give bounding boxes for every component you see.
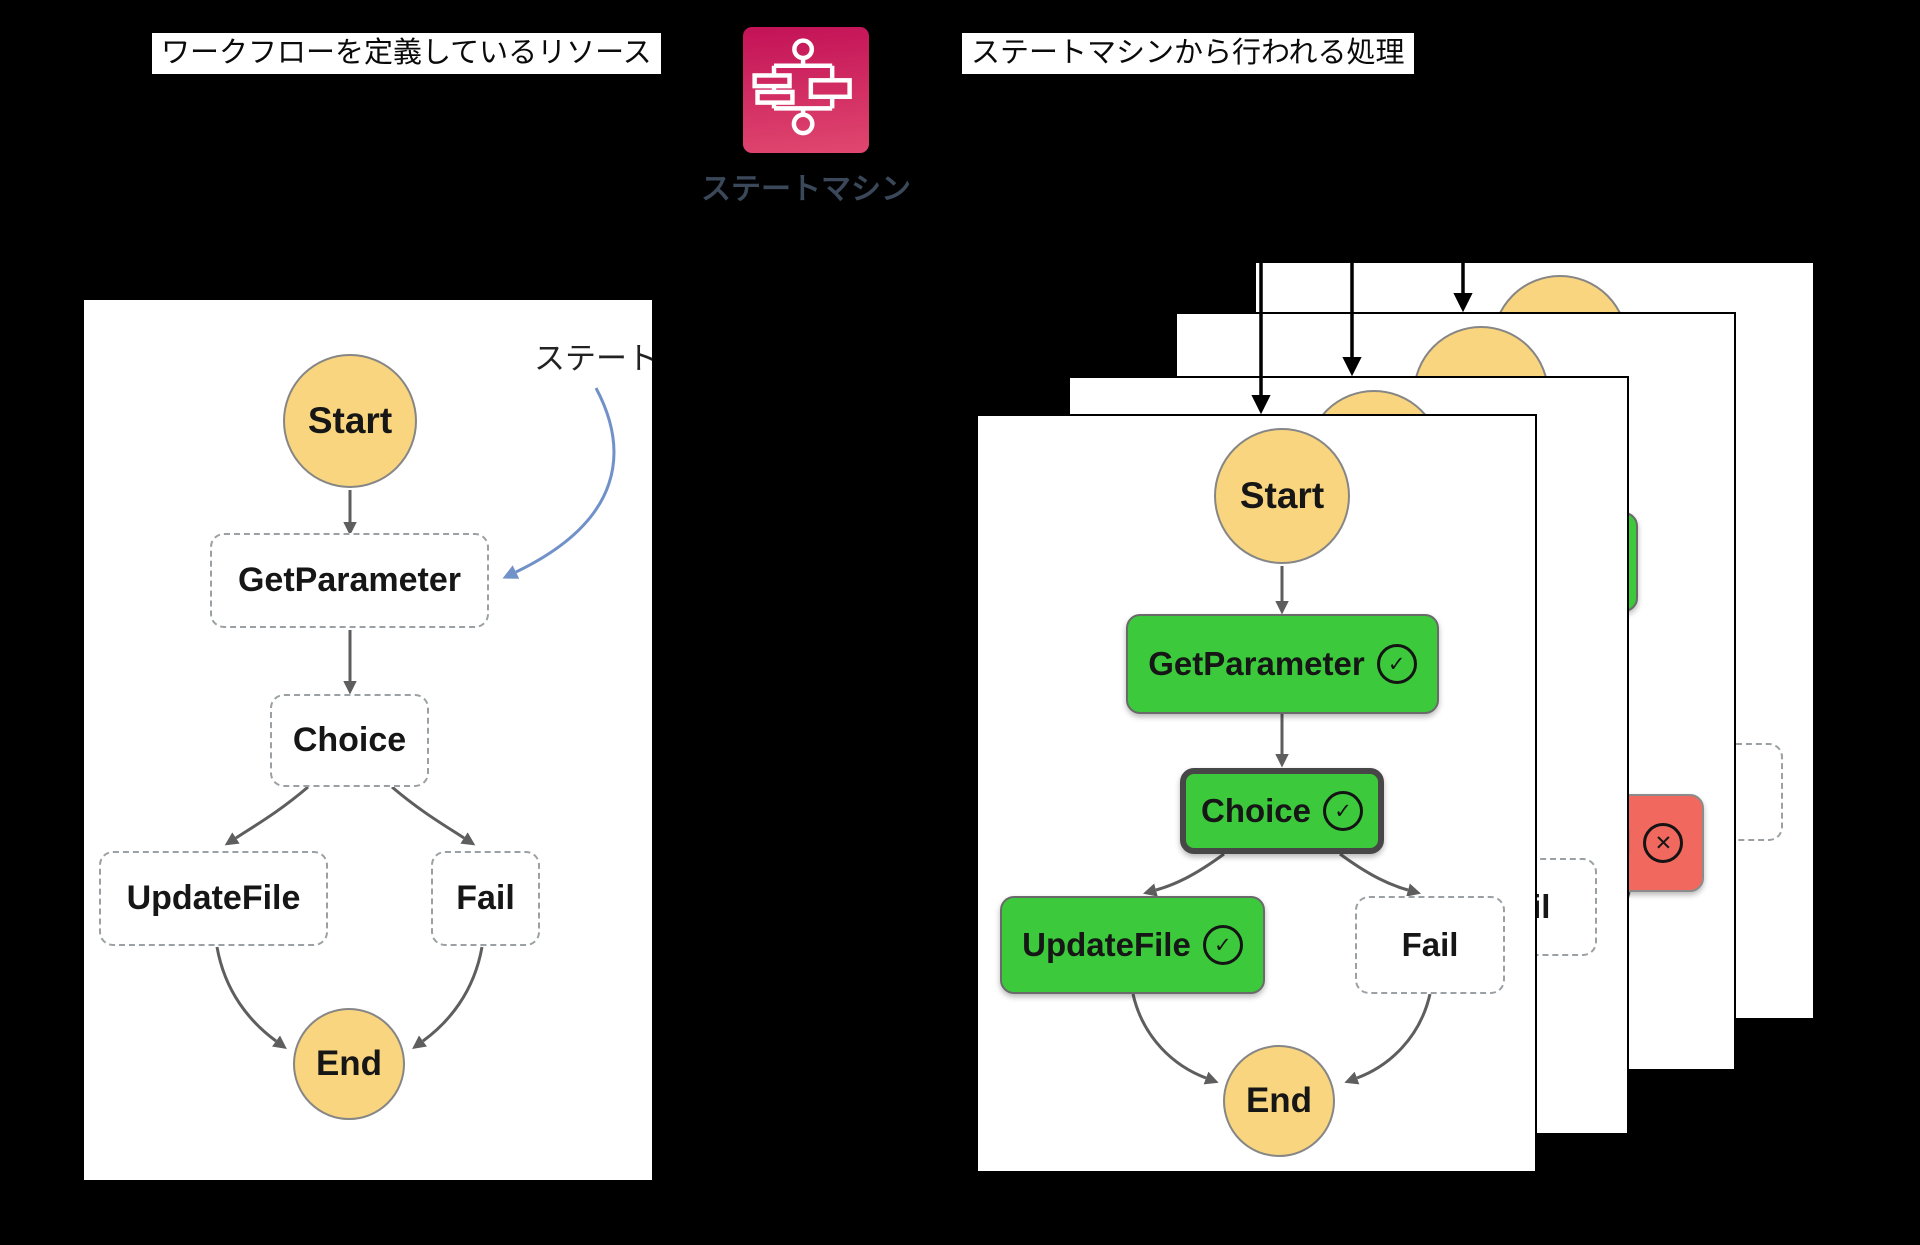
node-fail: Fail [1355,896,1505,994]
workflow-glyph [752,38,852,136]
node-fail: Fail [431,851,540,946]
node-getparameter: GetParameter✓ [1126,614,1439,714]
state-machine-caption: ステートマシン [701,173,911,206]
node-choice: Choice [270,694,429,787]
check-icon: ✓ [1376,644,1417,684]
node-end: End [1223,1045,1335,1157]
execution-panel-execution-1: Start GetParameter✓ Choice✓ UpdateFile✓ … [976,414,1537,1173]
node-end: End [293,1008,405,1120]
node-start: Start [283,354,417,488]
check-icon: ✓ [1202,925,1243,965]
state-machine-processing-label: ステートマシンから行われる処理 [962,33,1414,74]
annotation-arrow [502,387,616,579]
node-updatefile: UpdateFile✓ [1000,896,1265,994]
annotation-text: ステート [534,341,652,376]
workflow-resource-label: ワークフローを定義しているリソース [152,33,661,74]
node-getparameter: GetParameter [210,533,489,628]
check-icon: ✓ [1323,791,1364,831]
definition-panel: ステート Start GetParameter Choice UpdateFil… [84,300,652,1180]
node-start: Start [1214,428,1350,564]
node-choice: Choice✓ [1180,768,1384,854]
step-functions-icon [743,27,869,153]
error-icon: ✕ [1643,823,1684,863]
node-updatefile: UpdateFile [99,851,328,946]
